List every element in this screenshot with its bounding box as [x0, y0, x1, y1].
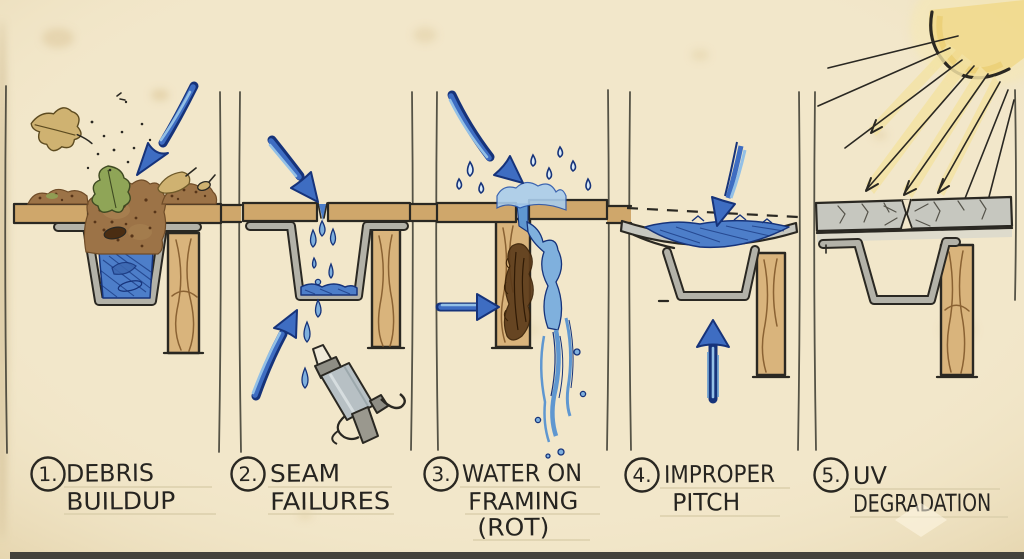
water-arrow-icon: [136, 81, 199, 176]
panel-3-label-line-2: FRAMING: [468, 487, 578, 516]
panel-2-label-line-1: SEAM: [270, 459, 340, 487]
number-circle: [230, 456, 266, 492]
number-circle: [624, 457, 660, 493]
water-stream: [526, 220, 587, 459]
debris-mound-left: [27, 188, 89, 205]
gutter-cross-section: [657, 245, 760, 303]
wood-joist: [751, 251, 791, 379]
number-circle: [813, 457, 849, 493]
panel-4-number: 4.: [632, 463, 651, 487]
panel-2-label-line-2: FAILURES: [270, 487, 390, 516]
side-arrow-icon: [435, 293, 500, 321]
panel-3-label-line-3: (ROT): [477, 513, 549, 542]
roof-deck-left: [241, 201, 319, 223]
caption-4: 4. IMPROPER PITCH: [624, 457, 775, 517]
caption-2: 2. SEAM FAILURES: [230, 456, 390, 516]
water-arrow-up-icon: [696, 319, 730, 404]
cracked-membrane: [814, 195, 1014, 242]
falling-leaf-icon: [30, 107, 93, 152]
panel-3-label-line-1: WATER ON: [462, 459, 582, 488]
pooled-water: [300, 283, 358, 296]
deck-seam-crack: [317, 202, 328, 237]
roof-deck-right: [158, 202, 223, 225]
panel-4-improper-pitch: [619, 141, 799, 404]
panel-1-debris-buildup: [12, 81, 223, 355]
wood-joist: [162, 231, 205, 355]
water-arrow-up-icon: [251, 309, 298, 401]
photo-edge: [10, 552, 1024, 559]
panel-1-label-line-1: DEBRIS: [66, 459, 154, 488]
wood-joist: [366, 227, 406, 350]
watermark-diamond: [895, 503, 947, 537]
roof-deck-gap-stubs: [217, 202, 633, 225]
dashed-level-line: [626, 206, 799, 219]
caption-1: 1. DEBRIS BUILDUP: [30, 456, 175, 516]
small-leaf-icon: [157, 167, 197, 194]
water-drips: [309, 227, 337, 286]
panel-3-water-on-framing: [435, 90, 609, 459]
panel-5-uv-degradation: [814, 0, 1024, 379]
rot-stain: [503, 243, 534, 341]
panel-4-label-line-1: IMPROPER: [664, 460, 775, 489]
caulk-gun-icon: [312, 344, 406, 445]
panel-1-label-line-2: BUILDUP: [66, 487, 175, 516]
oak-leaf-icon: [91, 165, 131, 213]
panel-1-number: 1.: [38, 462, 57, 486]
ponded-water: [644, 214, 790, 249]
bottom-seam-leak: [301, 298, 322, 389]
panel-2-seam-failures: [241, 135, 412, 445]
panel-4-label-line-2: PITCH: [672, 488, 740, 517]
number-circle: [423, 456, 459, 492]
panel-5-number: 5.: [821, 463, 840, 487]
panel-divider-lines: [4, 85, 1017, 454]
roof-deck-left: [435, 201, 518, 224]
panel-2-number: 2.: [238, 462, 257, 486]
sun-icon: [910, 0, 1024, 86]
gutter-lip-line: [632, 233, 676, 250]
caption-3: 3. WATER ON FRAMING (ROT): [423, 456, 582, 542]
water-arrow-down-icon: [267, 135, 319, 203]
ray-arrowheads: [865, 119, 950, 196]
splash: [456, 145, 592, 211]
number-circle: [30, 456, 66, 492]
water-arrow-icon: [447, 90, 524, 184]
seed-pod-icon: [103, 226, 127, 240]
debris-specks: [86, 92, 152, 172]
panel-5-label-line-1: UV: [853, 462, 888, 490]
caption-guide-lines: [64, 486, 1008, 541]
trapped-water: [98, 251, 154, 299]
roof-deck-left: [12, 202, 90, 225]
roof-deck-right: [326, 201, 412, 223]
panel-3-number: 3.: [431, 462, 450, 486]
water-arrow-down-icon: [711, 141, 747, 227]
gutter-cross-section: [818, 237, 961, 305]
gutter-cross-section: [245, 221, 409, 301]
gutter-cross-section: [53, 222, 202, 306]
acorn-icon: [197, 174, 216, 192]
